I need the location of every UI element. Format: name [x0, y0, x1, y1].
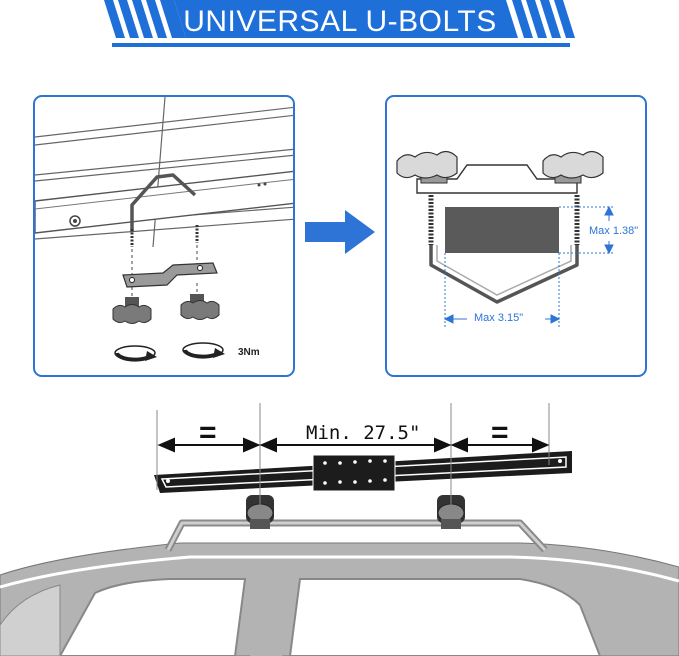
title-banner: UNIVERSAL U-BOLTS [104, 0, 576, 48]
clamp-pad [445, 207, 559, 253]
installation-panel: 3Nm [33, 95, 295, 377]
torque-label: 3Nm [238, 347, 260, 358]
rotate-arrow-icon [114, 345, 157, 362]
max-width-label: Max 3.15" [474, 312, 523, 324]
knob-icon [180, 294, 220, 320]
knob-icon [437, 495, 465, 529]
right-arrow-icon [305, 210, 375, 254]
clamp-dimensions-panel: Max 1.38" Max 3.15" [385, 95, 647, 377]
max-height-label: Max 1.38" [589, 225, 638, 237]
min-distance-label: Min. 27.5" [306, 422, 420, 444]
clamp-drawing: Max 1.38" Max 3.15" [396, 150, 638, 329]
car-spacing-drawing: = Min. 27.5" = [0, 403, 679, 656]
equal-right-label: = [491, 416, 509, 449]
knob-icon [542, 150, 604, 184]
banner-graphic [104, 0, 576, 48]
rotate-arrow-icon [182, 342, 225, 359]
equal-left-label: = [199, 416, 217, 449]
car-window [288, 578, 602, 656]
knob-icon [246, 495, 274, 529]
banner-title: UNIVERSAL U-BOLTS [183, 5, 497, 38]
u-bolt-icon [130, 173, 197, 232]
installation-drawing: 3Nm [35, 97, 293, 362]
knob-icon [396, 150, 458, 184]
car-window [58, 578, 247, 656]
u-bolt-icon [429, 245, 579, 304]
knob-icon [112, 297, 152, 324]
mounting-plate-icon [122, 262, 218, 288]
